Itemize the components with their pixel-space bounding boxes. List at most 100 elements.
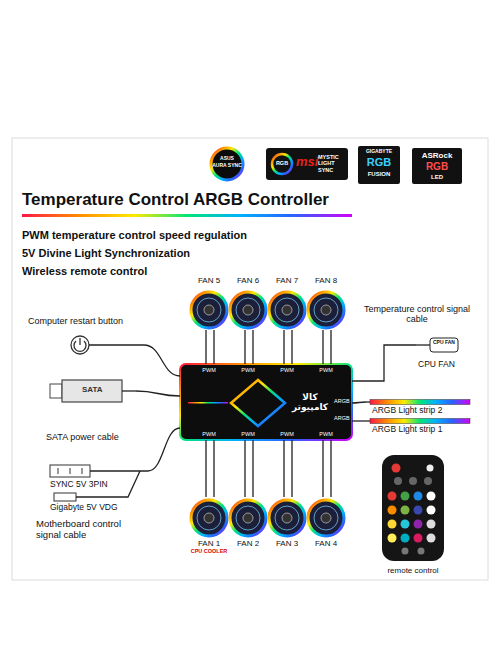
node-text: کالا کامپیوتر bbox=[288, 392, 332, 413]
cable bbox=[323, 330, 331, 364]
brand-logo: ASUSAURA SYNC bbox=[208, 148, 248, 180]
wire bbox=[416, 344, 430, 345]
node-text: FAN 4 bbox=[304, 539, 348, 548]
light-strip: ARGB Light strip 1 bbox=[366, 416, 478, 437]
remote-button bbox=[427, 465, 434, 472]
cable bbox=[284, 330, 292, 364]
node-text: MYSTIC LIGHT SYNC bbox=[318, 154, 347, 173]
remote-button bbox=[388, 492, 397, 501]
fan: FAN 4 bbox=[304, 497, 350, 559]
remote-button bbox=[394, 477, 402, 485]
node-text: SYNC 5V 3PIN bbox=[50, 480, 108, 490]
restart-icon bbox=[71, 336, 89, 354]
fan: FAN 3 bbox=[265, 497, 311, 559]
remote-button bbox=[402, 548, 409, 555]
wire bbox=[366, 420, 370, 421]
restart-button: Computer restart button bbox=[28, 316, 144, 356]
power-symbol bbox=[79, 338, 80, 345]
feature-line: 5V Divine Light Synchronization bbox=[22, 247, 190, 260]
port-label: ARGB bbox=[334, 415, 350, 421]
node-text: FAN 5 bbox=[189, 276, 229, 285]
port-label: PWM bbox=[236, 367, 260, 373]
node-text: Computer restart button bbox=[28, 316, 123, 326]
fan-illustration bbox=[269, 500, 305, 536]
remote-button bbox=[418, 548, 425, 555]
sync-connector: SYNC 5V 3PINGigabyte 5V VDG bbox=[36, 462, 148, 516]
pin bbox=[70, 468, 71, 474]
sync-plug bbox=[50, 465, 90, 477]
msi-logo bbox=[266, 148, 348, 180]
remote-button bbox=[414, 492, 423, 501]
light-strip bbox=[370, 400, 470, 405]
remote-control: remote control bbox=[376, 452, 452, 580]
remote-body bbox=[382, 455, 444, 561]
cable bbox=[136, 391, 180, 396]
node-text: LED bbox=[412, 174, 462, 181]
light-strip bbox=[370, 419, 470, 424]
cable-label: Motherboard control signal cable bbox=[36, 519, 148, 541]
rainbow-diamond bbox=[231, 380, 285, 426]
cable bbox=[206, 440, 214, 497]
sata-connector bbox=[62, 380, 122, 402]
cpu-fan-tag bbox=[430, 338, 458, 352]
sata-plug bbox=[50, 384, 62, 398]
remote-button bbox=[388, 534, 397, 543]
cable bbox=[144, 345, 180, 376]
remote-button bbox=[392, 464, 401, 473]
node-text: SATA bbox=[82, 385, 103, 394]
light-strip: ARGB Light strip 2 bbox=[366, 397, 478, 418]
cable bbox=[284, 440, 292, 497]
cable bbox=[245, 440, 253, 497]
port-label: PWM bbox=[314, 431, 338, 437]
brand-logo: ASRockRGBLED bbox=[412, 148, 464, 184]
remote-button bbox=[414, 520, 423, 529]
cable bbox=[352, 402, 366, 403]
node-text: CPU COOLER bbox=[187, 548, 231, 554]
diagram-title: Temperature Control ARGB Controller bbox=[22, 190, 329, 210]
node-text: FAN 6 bbox=[228, 276, 268, 285]
remote-button bbox=[409, 477, 417, 485]
remote-button bbox=[427, 534, 436, 543]
fan-illustration bbox=[191, 292, 227, 328]
remote-button bbox=[401, 520, 410, 529]
port-label: PWM bbox=[275, 431, 299, 437]
node-text: msi bbox=[296, 155, 318, 170]
gigabyte-logo bbox=[358, 146, 400, 184]
port-label: PWM bbox=[314, 367, 338, 373]
wire bbox=[122, 390, 136, 391]
node-text: GIGABYTE bbox=[358, 149, 400, 155]
node-text: RGB bbox=[358, 156, 400, 169]
remote-button bbox=[388, 520, 397, 529]
fan-illustration bbox=[308, 500, 344, 536]
node-text: AURA SYNC bbox=[208, 163, 246, 169]
port-label: PWM bbox=[275, 367, 299, 373]
node-text: SATA power cable bbox=[46, 432, 119, 442]
feature-line: PWM temperature control speed regulation bbox=[22, 229, 247, 242]
sata-connector: SATA SATA power cable bbox=[40, 374, 136, 446]
node-text: FUSION bbox=[358, 171, 400, 178]
remote-button bbox=[427, 506, 436, 515]
cable bbox=[323, 440, 331, 497]
cable bbox=[352, 420, 366, 421]
node-text: RGB bbox=[412, 161, 462, 173]
fan: FAN 1CPU COOLER bbox=[187, 497, 233, 559]
frame bbox=[12, 138, 488, 580]
fan-illustration bbox=[191, 500, 227, 536]
fan-illustration bbox=[269, 292, 305, 328]
remote-button bbox=[424, 477, 432, 485]
port-label: PWM bbox=[236, 431, 260, 437]
fan: FAN 5 bbox=[189, 274, 231, 330]
controller-body bbox=[180, 364, 352, 440]
port-label: PWM bbox=[197, 431, 221, 437]
node-text: CPU FAN bbox=[433, 340, 455, 346]
cable-label: Temperature control signal cable bbox=[362, 304, 472, 325]
brand-logo: GIGABYTERGB FUSION bbox=[358, 146, 402, 184]
remote-button bbox=[427, 492, 436, 501]
fan-illustration bbox=[230, 292, 266, 328]
pin bbox=[58, 468, 59, 474]
remote-button bbox=[414, 534, 423, 543]
port-label: PWM bbox=[197, 367, 221, 373]
controller-box: کالا کامپیوتر bbox=[180, 364, 352, 440]
wire bbox=[366, 401, 370, 402]
port-label: ARGB bbox=[334, 398, 350, 404]
